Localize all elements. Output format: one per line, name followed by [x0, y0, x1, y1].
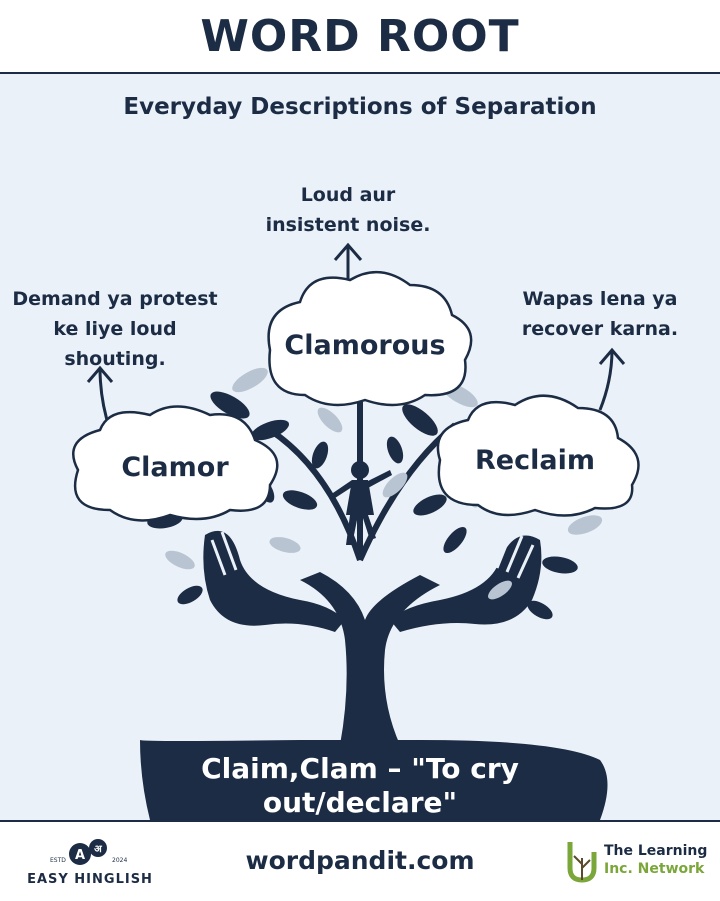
page-title: WORD ROOT	[200, 10, 520, 62]
easy-hinglish-brand: EASY HINGLISH	[27, 872, 153, 887]
website-link[interactable]: wordpandit.com	[245, 846, 475, 875]
learning-network-name: The Learning Inc. Network	[604, 842, 707, 878]
svg-text:अ: अ	[94, 844, 103, 855]
easy-hinglish-badge-icon: A अ ESTD 2024	[50, 839, 127, 865]
cloud-center	[267, 270, 473, 407]
easy-hinglish-logo: A अ ESTD 2024 EASY HINGLISH	[20, 832, 160, 892]
header: WORD ROOT	[0, 0, 720, 74]
footer: A अ ESTD 2024 EASY HINGLISH wordpandit.c…	[0, 820, 720, 901]
note-clamorous: Loud aur insistent noise.	[265, 184, 431, 236]
tree-logo-icon	[567, 842, 597, 883]
right-hand	[390, 535, 542, 632]
left-hand	[203, 530, 345, 632]
node-label-clamorous: Clamorous	[284, 330, 446, 361]
learning-network-line1: The Learning	[604, 843, 708, 859]
root-banner	[140, 740, 608, 820]
root-definition: Claim,Clam – "To cry out/declare"	[201, 752, 519, 819]
subtitle: Everyday Descriptions of Separation	[123, 94, 597, 120]
arrow-right	[598, 347, 626, 411]
note-clamor: Demand ya protest ke liye loud shouting.	[12, 288, 218, 370]
child-silhouette	[330, 461, 392, 545]
note-reclaim: Wapas lena ya recover karna.	[521, 288, 679, 340]
svg-text:A: A	[75, 848, 85, 863]
cloud-left	[72, 405, 279, 522]
tree-trunk	[300, 572, 440, 745]
estd-text: ESTD	[50, 857, 66, 864]
learning-network-logo: The Learning Inc. Network	[560, 838, 710, 888]
year-text: 2024	[112, 857, 127, 864]
node-label-reclaim: Reclaim	[475, 445, 595, 476]
cloud-right	[436, 394, 640, 517]
node-label-clamor: Clamor	[121, 452, 229, 483]
learning-network-line2: Inc. Network	[604, 861, 705, 877]
